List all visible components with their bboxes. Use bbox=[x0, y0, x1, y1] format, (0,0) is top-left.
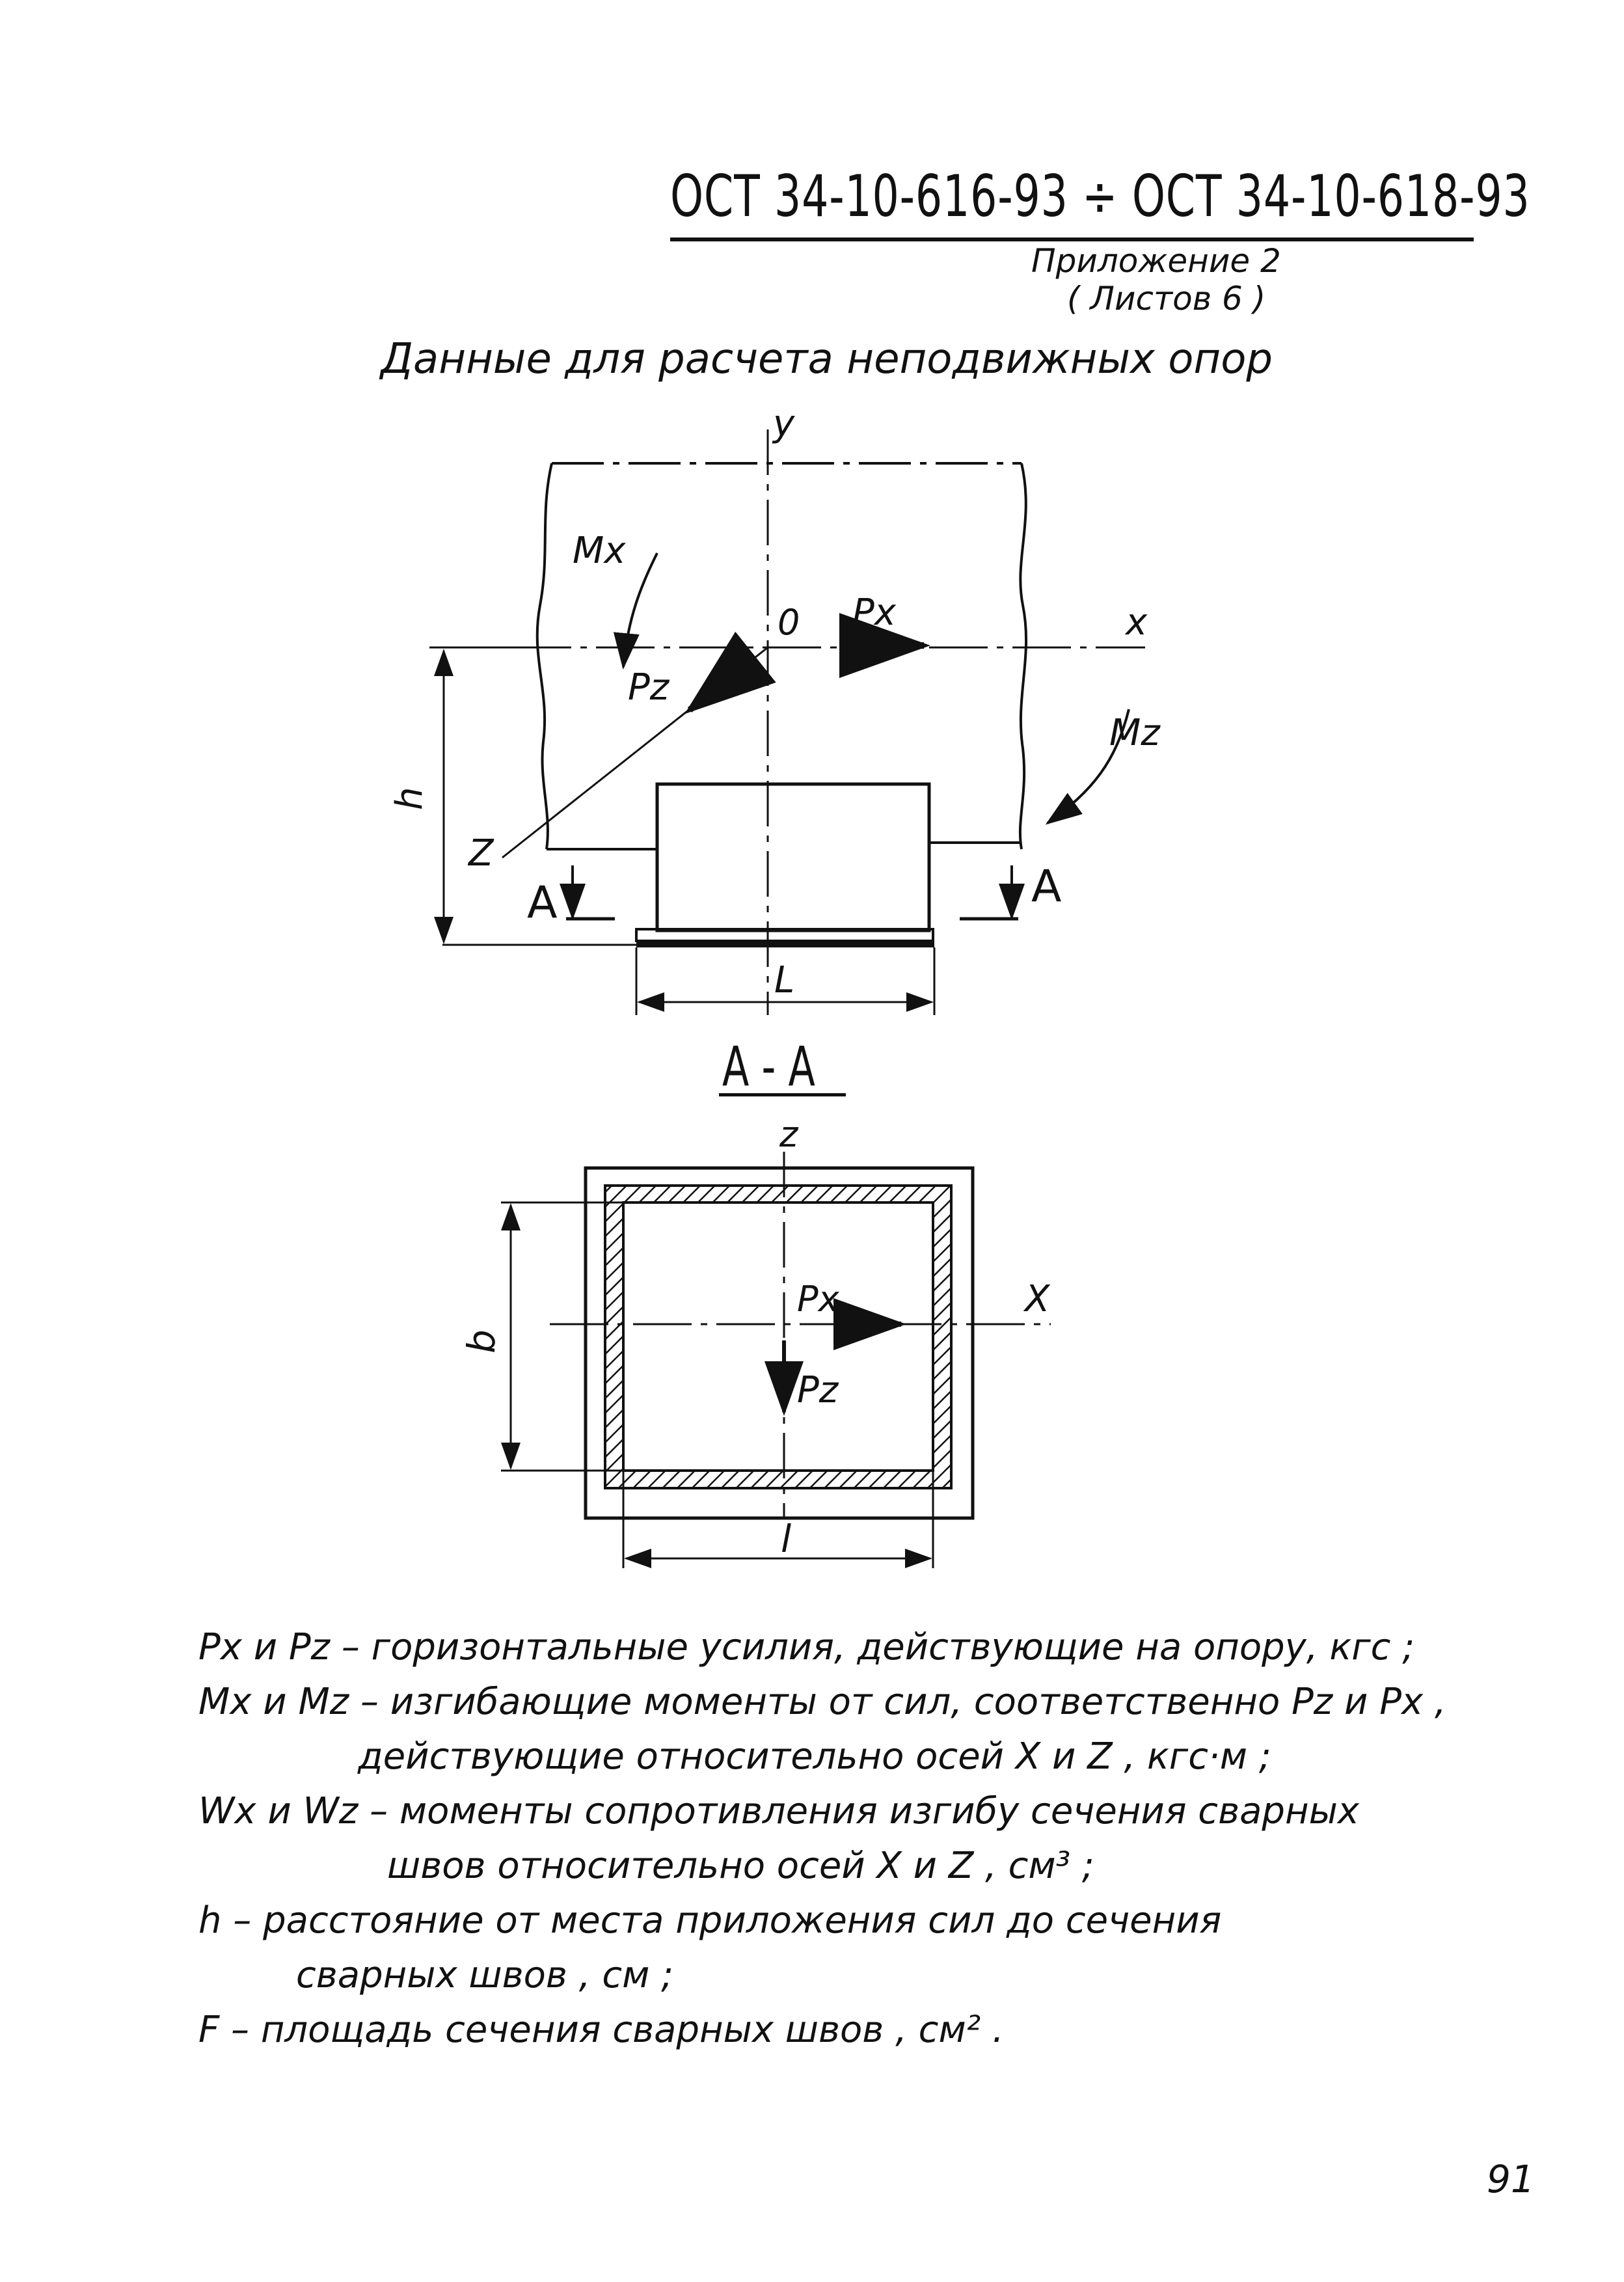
support-housing bbox=[655, 782, 931, 932]
axis-z-label: Z bbox=[467, 832, 494, 875]
appendix-label: Приложение 2 bbox=[1031, 242, 1281, 280]
force-pz-label: Pz bbox=[628, 666, 670, 709]
moment-mz-arc bbox=[1045, 709, 1130, 825]
pipe-outline bbox=[535, 462, 1028, 850]
axis-x-label: x bbox=[1124, 601, 1148, 644]
legend-line-moments: Mx и Mz – изгибающие моменты от сил, соо… bbox=[198, 1681, 1446, 1723]
force-px-label: Px bbox=[852, 591, 897, 634]
dimension-l-label: l bbox=[781, 1517, 791, 1561]
document-code: ОСТ 34-10-616-93 ÷ ОСТ 34-10-618-93 bbox=[670, 163, 1530, 230]
page-title: Данные для расчета неподвижных опор bbox=[381, 335, 1273, 383]
base-plate-lower bbox=[636, 941, 934, 947]
section-force-px-label: Px bbox=[797, 1279, 840, 1320]
axis-y-label: y bbox=[772, 403, 795, 445]
legend-line-resistance: Wx и Wz – моменты сопротивления изгибу с… bbox=[198, 1790, 1359, 1832]
force-pz-arrow bbox=[684, 631, 776, 714]
legend-line-forces: Px и Pz – горизонтальные усилия, действу… bbox=[198, 1626, 1415, 1668]
origin-label: 0 bbox=[778, 602, 800, 643]
legend-line-height: h – расстояние от места приложения сил д… bbox=[198, 1899, 1222, 1942]
cut-left-label: A bbox=[527, 877, 558, 929]
moment-mz-label: Mz bbox=[1109, 712, 1161, 754]
dimension-b-label: b bbox=[459, 1329, 504, 1353]
section-aa-drawing bbox=[501, 1152, 1051, 1568]
dimension-L-label: L bbox=[774, 959, 794, 1001]
document-code-underline bbox=[670, 238, 1474, 241]
legend-line-area: F – площадь сечения сварных швов , см² . bbox=[198, 2009, 1004, 2051]
legend-line-moments-cont: действующие относительно осей X и Z , кг… bbox=[358, 1735, 1271, 1778]
cut-right-label: A bbox=[1031, 861, 1062, 912]
dimension-h-label: h bbox=[388, 787, 431, 811]
section-force-pz-label: Pz bbox=[797, 1369, 839, 1411]
page-number: 91 bbox=[1487, 2157, 1535, 2201]
section-axis-z-label: z bbox=[779, 1114, 799, 1155]
moment-mx-arc bbox=[613, 552, 658, 670]
moment-mx-label: Mx bbox=[573, 530, 626, 572]
legend-line-height-cont: сварных швов , см ; bbox=[296, 1954, 674, 1996]
section-axis-x-label: X bbox=[1023, 1278, 1051, 1320]
legend-line-resistance-cont: швов относительно осей X и Z , см³ ; bbox=[387, 1845, 1094, 1887]
sheets-count: ( Листов 6 ) bbox=[1067, 280, 1266, 318]
section-aa-underline bbox=[719, 1093, 846, 1096]
section-aa-label: А - А bbox=[722, 1035, 815, 1098]
legend: Px и Pz – горизонтальные усилия, действу… bbox=[198, 1620, 1446, 2058]
